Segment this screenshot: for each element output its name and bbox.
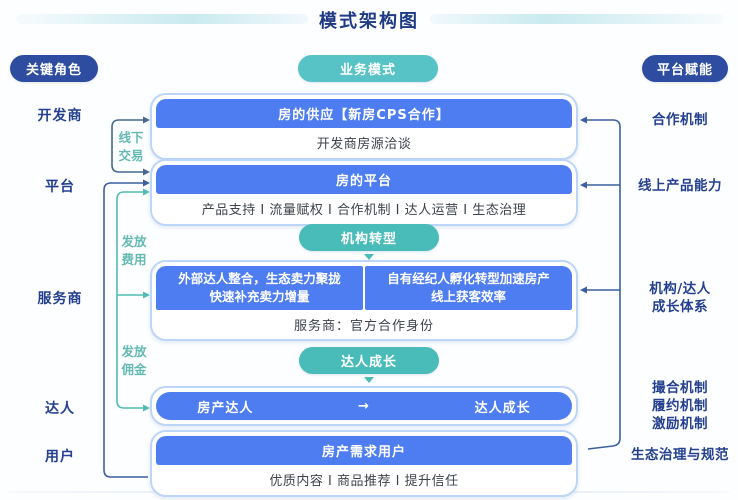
empowerment-growth-line2: 成长体系 — [652, 299, 708, 316]
talent-bar-right: 达人成长 — [474, 400, 531, 416]
agency-right-line1: 自有经纪人孵化转型加速房产 — [387, 271, 550, 286]
panel-housing-supply-header: 房的供应【新房CPS合作】 — [156, 99, 572, 128]
panel-housing-supply-body: 开发商房源洽谈 — [316, 137, 412, 152]
talent-growth-pill: 达人成长 — [299, 347, 439, 374]
flow-label-fee-line2: 费用 — [121, 251, 147, 267]
agency-transform-pill: 机构转型 — [299, 224, 439, 251]
role-label-service-provider: 服务商 — [37, 291, 83, 307]
flow-label-commission-line2: 佣金 — [121, 361, 147, 377]
flow-label-commission-line1: 发放 — [121, 344, 147, 359]
agency-cell-external-talent: 外部达人整合，生态卖力聚拢 快速补充卖力增量 — [156, 266, 363, 311]
panel-user-demand-header: 房产需求用户 — [156, 436, 572, 465]
right-arrow-icon: → — [358, 398, 370, 414]
role-label-developer: 开发商 — [37, 108, 83, 124]
title-decoration-right — [430, 14, 724, 24]
talent-bar-left: 房产达人 — [197, 400, 254, 416]
empowerment-growth: 机构/达人 成长体系 — [624, 280, 736, 316]
page-title: 模式架构图 — [319, 11, 419, 32]
business-model-pill: 业务模式 — [298, 55, 438, 82]
flow-label-fee-line1: 发放 — [121, 234, 147, 249]
talent-down-arrow-icon — [364, 377, 374, 383]
agency-left-line2: 快速补充卖力增量 — [209, 289, 310, 305]
connector-platform-empowerment — [580, 116, 621, 450]
role-label-user: 用户 — [45, 449, 75, 465]
role-label-platform: 平台 — [45, 179, 75, 195]
flow-label-commission: 发放 佣金 — [116, 343, 152, 378]
title-decoration-left — [16, 14, 308, 24]
flow-label-offline-line1: 线下 — [118, 130, 144, 145]
empowerment-governance: 生态治理与规范 — [631, 447, 729, 463]
talent-bar: 房产达人 → 达人成长 — [156, 392, 572, 420]
empowerment-mechanisms-line3: 激励机制 — [652, 416, 708, 433]
role-label-talent: 达人 — [45, 401, 75, 417]
empowerment-growth-line1: 机构/达人 — [649, 281, 711, 297]
empowerment-mechanisms: 撮合机制 履约机制 激励机制 — [624, 379, 736, 434]
panel-user-demand-body: 优质内容 I 商品推荐 I 提升信任 — [269, 474, 459, 489]
panel-housing-platform-body: 产品支持 I 流量赋权 I 合作机制 I 达人运营 I 生态治理 — [201, 203, 527, 218]
agency-footer: 服务商：官方合作身份 — [293, 319, 434, 335]
empowerment-mechanisms-line1: 撮合机制 — [652, 380, 708, 396]
panel-talent: 房产达人 → 达人成长 — [150, 386, 578, 426]
agency-down-arrow-icon — [364, 254, 374, 260]
empowerment-online-product: 线上产品能力 — [638, 178, 722, 194]
empowerment-mechanisms-line2: 履约机制 — [652, 398, 708, 415]
panel-housing-platform-header: 房的平台 — [156, 165, 572, 194]
panel-housing-platform: 房的平台 产品支持 I 流量赋权 I 合作机制 I 达人运营 I 生态治理 — [150, 159, 578, 226]
panel-user-demand: 房产需求用户 优质内容 I 商品推荐 I 提升信任 — [150, 430, 578, 497]
panel-housing-supply: 房的供应【新房CPS合作】 开发商房源洽谈 — [150, 93, 578, 160]
flow-label-offline-line2: 交易 — [118, 147, 144, 163]
agency-right-line2: 线上获客效率 — [430, 289, 506, 305]
agency-cells: 外部达人整合，生态卖力聚拢 快速补充卖力增量 自有经纪人孵化转型加速房产 线上获… — [156, 266, 572, 311]
empowerment-cooperation: 合作机制 — [652, 112, 708, 128]
platform-empowerment-pill: 平台赋能 — [642, 55, 728, 82]
connector-user-to-platform — [103, 179, 150, 478]
flow-label-fee: 发放 费用 — [116, 233, 152, 268]
connector-fee-commission — [116, 188, 150, 412]
agency-left-line1: 外部达人整合，生态卖力聚拢 — [178, 271, 341, 286]
flow-label-offline-transaction: 线下 交易 — [113, 129, 149, 164]
key-roles-pill: 关键角色 — [10, 55, 98, 82]
agency-cell-own-broker: 自有经纪人孵化转型加速房产 线上获客效率 — [365, 266, 572, 311]
panel-agency: 外部达人整合，生态卖力聚拢 快速补充卖力增量 自有经纪人孵化转型加速房产 线上获… — [150, 260, 578, 342]
